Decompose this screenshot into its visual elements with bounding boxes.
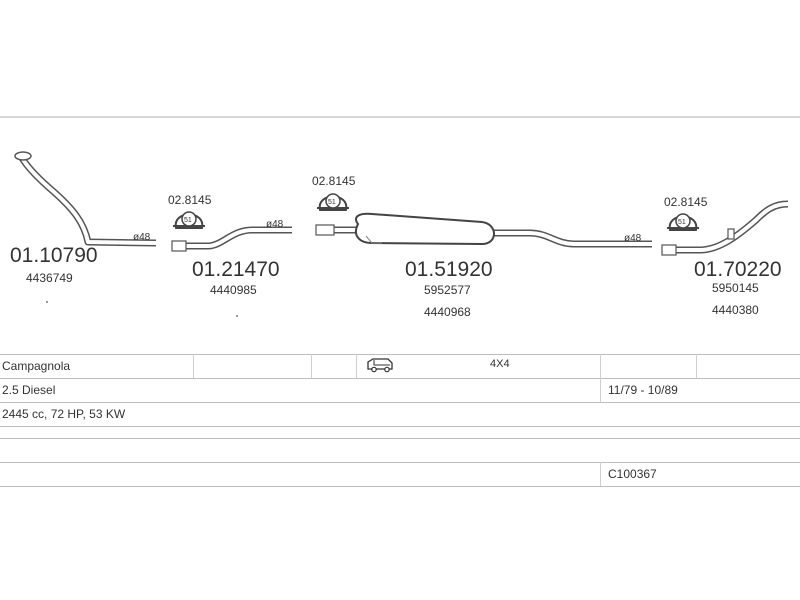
- vehicle-model: Campagnola: [2, 359, 71, 373]
- tail-pipe-bracket: [727, 228, 735, 240]
- part-tail-pipe[interactable]: 01.70220 5950145 4440380 02.8145 51: [661, 195, 789, 317]
- silencer-outlet-inner: [492, 231, 652, 246]
- diameter-2: ø48: [266, 219, 284, 230]
- clamp-badge: 51: [328, 199, 336, 206]
- part-middle-silencer[interactable]: 01.51920 5952577 4440968 ø48 02.8145 51: [312, 174, 652, 319]
- table-col-divider: [600, 462, 601, 486]
- table-rule: [0, 402, 800, 403]
- clamp-icon: 51: [667, 213, 699, 231]
- vehicle-engine: 2.5 Diesel: [2, 383, 56, 397]
- part-number-2: 01.21470: [192, 258, 280, 281]
- table-col-divider: [696, 354, 697, 378]
- oem-number-2a: 4440985: [210, 283, 257, 297]
- front-pipe-inner: [20, 156, 157, 245]
- oem-number-3b: 4440968: [424, 305, 471, 319]
- table-col-divider: [600, 354, 601, 402]
- intermediate-pipe-shape: [174, 226, 292, 250]
- tail-pipe-sleeve: [661, 244, 677, 256]
- intermediate-pipe-sleeve: [171, 240, 187, 252]
- part-number-3: 01.51920: [405, 258, 493, 281]
- silencer-inlet-sleeve: [315, 224, 335, 236]
- clamp-badge: 51: [678, 219, 686, 226]
- table-rule: [0, 462, 800, 463]
- intermediate-pipe-inner: [174, 228, 292, 248]
- table-col-divider: [356, 354, 357, 378]
- front-pipe-flange: [14, 151, 32, 161]
- tail-pipe-inner: [664, 202, 789, 252]
- table-rule: [0, 486, 800, 487]
- vehicle-code: C100367: [608, 467, 657, 481]
- vehicle-specs: 2445 cc, 72 HP, 53 KW: [2, 407, 126, 421]
- van-icon: [366, 357, 394, 376]
- clamp-badge: 51: [184, 217, 192, 224]
- part-number-4: 01.70220: [694, 258, 782, 281]
- clamp-number-4: 02.8145: [664, 195, 708, 209]
- clamp-icon: 51: [173, 211, 205, 229]
- clamp-number-2: 02.8145: [168, 193, 212, 207]
- table-col-divider: [193, 354, 194, 378]
- silencer-shading: [365, 235, 382, 244]
- part-intermediate-pipe[interactable]: 01.21470 4440985 ø48 02.8145 51: [168, 193, 292, 297]
- front-pipe-shape: [18, 156, 157, 247]
- clamp-icon: 51: [317, 193, 349, 211]
- clamp-number-3: 02.8145: [312, 174, 356, 188]
- table-rule: [0, 438, 800, 439]
- part-front-pipe[interactable]: 01.10790 4436749 ø48: [10, 151, 157, 285]
- table-rule: [0, 354, 800, 355]
- diameter-1: ø48: [133, 232, 151, 243]
- diameter-3: ø48: [624, 233, 642, 244]
- vehicle-years: 11/79 - 10/89: [608, 383, 678, 397]
- oem-number-4b: 4440380: [712, 303, 759, 317]
- oem-number-1a: 4436749: [26, 271, 73, 285]
- oem-number-4a: 5950145: [712, 281, 759, 295]
- table-rule: [0, 378, 800, 379]
- dot-mark: [46, 301, 48, 303]
- table-col-divider: [311, 354, 312, 378]
- oem-number-3a: 5952577: [424, 283, 471, 297]
- vehicle-drive: 4X4: [490, 358, 510, 370]
- table-rule: [0, 426, 800, 427]
- silencer-body: [354, 212, 495, 246]
- part-number-1: 01.10790: [10, 244, 98, 267]
- dot-mark: [236, 315, 238, 317]
